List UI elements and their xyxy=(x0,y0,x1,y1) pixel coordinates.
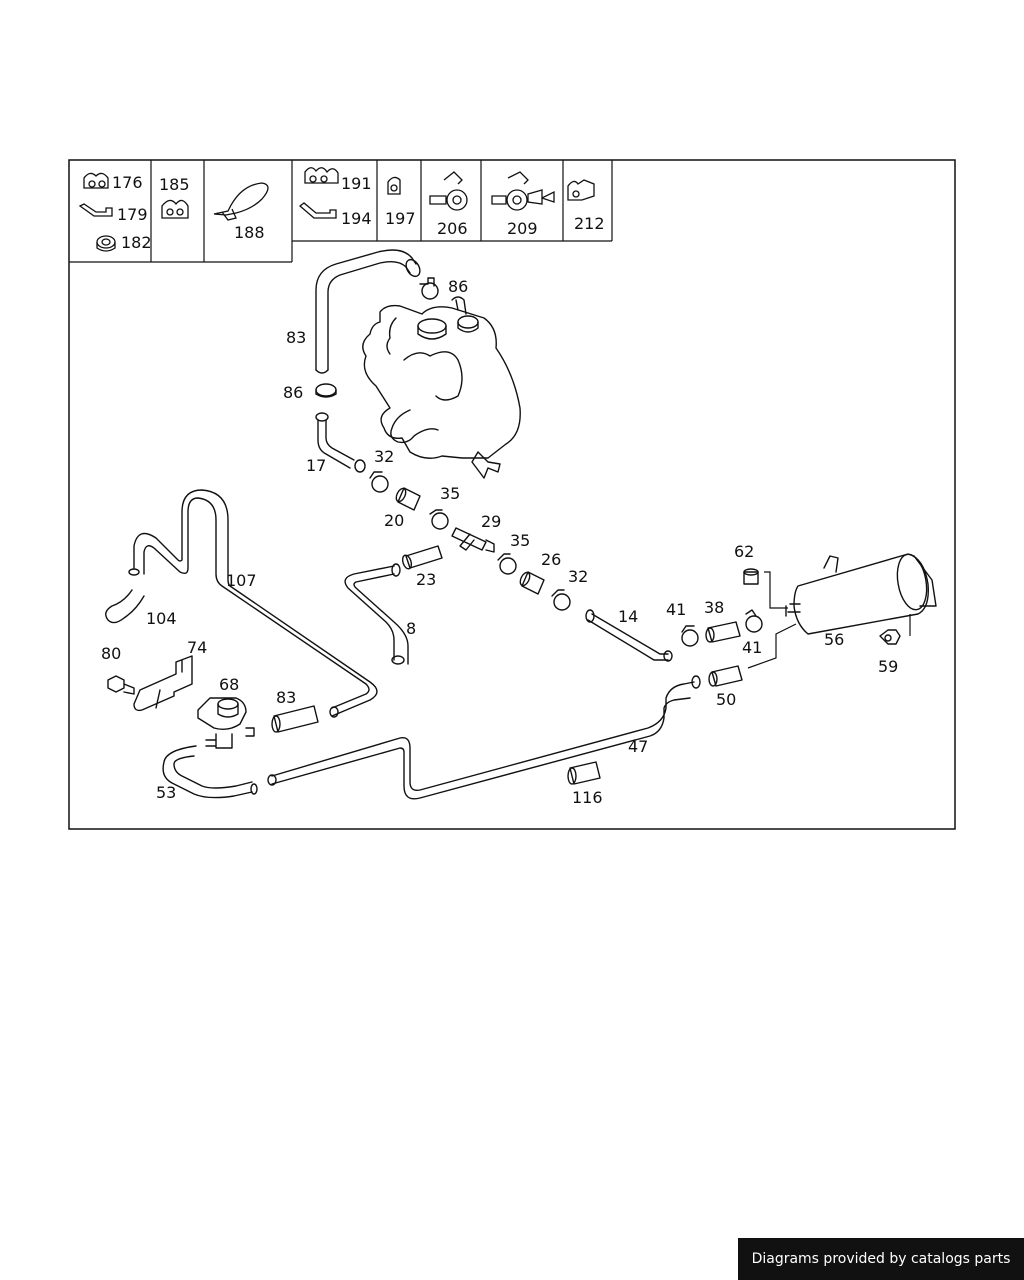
plug-62 xyxy=(743,571,759,585)
t-connector-29 xyxy=(451,527,495,553)
part-label-86a: 86 xyxy=(448,277,468,296)
hose-38 xyxy=(707,621,741,643)
part-label-35a: 35 xyxy=(440,484,460,503)
clip-176-icon xyxy=(83,172,109,189)
part-label-83b: 83 xyxy=(276,688,296,707)
part-label-17: 17 xyxy=(306,456,326,475)
legend-label-191: 191 xyxy=(341,174,372,193)
part-label-80: 80 xyxy=(101,644,121,663)
clamp-41-left xyxy=(681,625,699,647)
carbon-canister-56 xyxy=(785,553,937,635)
part-label-8: 8 xyxy=(406,619,416,638)
clamp-41-right xyxy=(745,609,763,633)
part-label-41a: 41 xyxy=(666,600,686,619)
legend-label-212: 212 xyxy=(574,214,605,233)
clamp-32-lower xyxy=(551,589,571,611)
part-label-41b: 41 xyxy=(742,638,762,657)
nipple-fitting xyxy=(451,296,467,315)
legend-label-179: 179 xyxy=(117,205,148,224)
part-label-116: 116 xyxy=(572,788,603,807)
valve-68 xyxy=(197,697,255,749)
clamp-86-upper xyxy=(419,277,439,300)
part-label-53: 53 xyxy=(156,783,176,802)
pipe-107 xyxy=(133,489,378,717)
hose-26 xyxy=(521,571,545,595)
bracket-74 xyxy=(133,655,193,712)
part-labels: 86 83 86 17 32 20 35 29 35 26 32 23 8 14… xyxy=(101,277,898,807)
part-label-83a: 83 xyxy=(286,328,306,347)
part-label-59: 59 xyxy=(878,657,898,676)
clamp-206-icon xyxy=(429,171,468,211)
part-label-50: 50 xyxy=(716,690,736,709)
part-label-62: 62 xyxy=(734,542,754,561)
pipe-8 xyxy=(344,565,409,665)
hose-23 xyxy=(405,545,443,569)
diagram-frame xyxy=(68,159,956,830)
nut-59 xyxy=(879,629,901,645)
hose-20 xyxy=(397,487,421,511)
hose-83-upper xyxy=(315,249,417,371)
part-label-56: 56 xyxy=(824,630,844,649)
attribution-banner: Diagrams provided by catalogs parts xyxy=(738,1238,1024,1280)
legend-labels: 176 179 182 185 188 191 194 197 206 209 … xyxy=(112,173,605,252)
clamp-32-upper xyxy=(369,471,389,493)
legend-label-194: 194 xyxy=(341,209,372,228)
part-label-104: 104 xyxy=(146,609,177,628)
hose-83-upper-end xyxy=(405,258,421,278)
hose-50 xyxy=(711,665,743,687)
pipe-17 xyxy=(317,419,355,469)
nut-182-icon xyxy=(96,235,116,252)
legend-label-197: 197 xyxy=(385,209,416,228)
hose-104 xyxy=(105,589,145,624)
legend-label-182: 182 xyxy=(121,233,152,252)
leader-lines xyxy=(747,571,911,669)
part-label-74: 74 xyxy=(187,638,207,657)
part-label-47: 47 xyxy=(628,737,648,756)
clip-179-icon xyxy=(78,203,113,217)
hose-53 xyxy=(162,745,253,799)
part-label-68: 68 xyxy=(219,675,239,694)
clip-197-icon xyxy=(387,176,401,195)
part-label-107: 107 xyxy=(226,571,257,590)
clamp-35-upper xyxy=(429,509,449,530)
cable-tie-188-icon xyxy=(213,182,269,221)
legend-label-209: 209 xyxy=(507,219,538,238)
part-label-29: 29 xyxy=(481,512,501,531)
clip-212-icon xyxy=(567,179,595,201)
part-label-23: 23 xyxy=(416,570,436,589)
part-label-26: 26 xyxy=(541,550,561,569)
part-label-35b: 35 xyxy=(510,531,530,550)
legend-label-188: 188 xyxy=(234,223,265,242)
part-label-14: 14 xyxy=(618,607,638,626)
hose-83-upper-cap xyxy=(315,369,329,374)
part-label-20: 20 xyxy=(384,511,404,530)
legend-label-185: 185 xyxy=(159,175,190,194)
bolt-80 xyxy=(107,675,135,695)
legend-label-176: 176 xyxy=(112,173,143,192)
clip-191-icon xyxy=(304,167,339,184)
hose-116 xyxy=(569,761,601,785)
clip-194-icon xyxy=(298,202,337,219)
part-label-86b: 86 xyxy=(283,383,303,402)
part-label-32a: 32 xyxy=(374,447,394,466)
clamp-35-lower xyxy=(497,553,517,575)
clip-185-icon xyxy=(161,199,189,219)
reservoir-tank xyxy=(362,304,521,479)
part-label-38: 38 xyxy=(704,598,724,617)
hose-83-lower xyxy=(273,705,319,733)
legend-label-206: 206 xyxy=(437,219,468,238)
clamp-209-icon xyxy=(491,171,555,211)
clamp-86-lower xyxy=(315,383,337,398)
pipe-14 xyxy=(587,613,669,661)
pipe-47 xyxy=(271,681,695,800)
part-label-32b: 32 xyxy=(568,567,588,586)
legend-grid xyxy=(69,160,613,263)
